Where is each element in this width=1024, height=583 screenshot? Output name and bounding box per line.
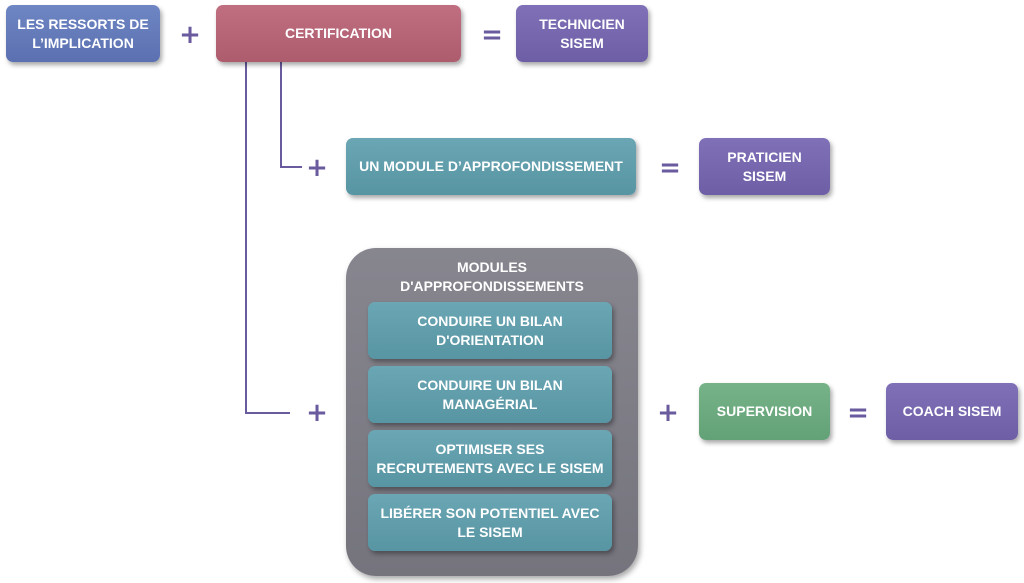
certification-label: CERTIFICATION (284, 25, 393, 41)
equals-operator: = (481, 20, 503, 50)
coach-box: COACH SISEM (886, 383, 1018, 440)
module-item-label: CONDUIRE UN BILAN MANAGÉRIAL (417, 376, 563, 412)
module-label: UN MODULE D’APPROFONDISSEMENT (359, 158, 623, 174)
engagement-box: LES RESSORTS DE L’IMPLICATION (6, 5, 160, 62)
connector-to-row2 (280, 62, 302, 168)
plus-operator: + (657, 398, 679, 428)
module-box: UN MODULE D’APPROFONDISSEMENT (346, 138, 636, 195)
supervision-label: SUPERVISION (716, 403, 813, 419)
praticien-label: PRATICIEN SISEM (727, 148, 802, 184)
praticien-box: PRATICIEN SISEM (699, 138, 830, 195)
equals-operator: = (847, 398, 869, 428)
engagement-label: LES RESSORTS DE L’IMPLICATION (17, 15, 149, 51)
equals-operator: = (659, 153, 681, 183)
modules-group: MODULES D'APPROFONDISSEMENTS CONDUIRE UN… (346, 248, 638, 576)
module-item: CONDUIRE UN BILAN D'ORIENTATION (368, 302, 612, 359)
supervision-box: SUPERVISION (699, 383, 830, 440)
module-item: CONDUIRE UN BILAN MANAGÉRIAL (368, 366, 612, 423)
module-item-label: CONDUIRE UN BILAN D'ORIENTATION (417, 312, 563, 348)
plus-operator: + (306, 153, 328, 183)
module-item: LIBÉRER SON POTENTIEL AVEC LE SISEM (368, 494, 612, 551)
technicien-label: TECHNICIEN SISEM (539, 15, 625, 51)
module-item-label: OPTIMISER SES RECRUTEMENTS AVEC LE SISEM (376, 440, 604, 476)
certification-box: CERTIFICATION (216, 5, 461, 62)
connector-to-row3 (245, 62, 290, 414)
modules-group-title-text: MODULES D'APPROFONDISSEMENTS (400, 259, 584, 294)
plus-operator: + (306, 398, 328, 428)
module-item: OPTIMISER SES RECRUTEMENTS AVEC LE SISEM (368, 430, 612, 487)
modules-group-title: MODULES D'APPROFONDISSEMENTS (346, 258, 638, 296)
module-item-label: LIBÉRER SON POTENTIEL AVEC LE SISEM (380, 504, 600, 540)
coach-label: COACH SISEM (902, 403, 1002, 419)
plus-operator: + (179, 20, 201, 50)
technicien-box: TECHNICIEN SISEM (516, 5, 648, 62)
